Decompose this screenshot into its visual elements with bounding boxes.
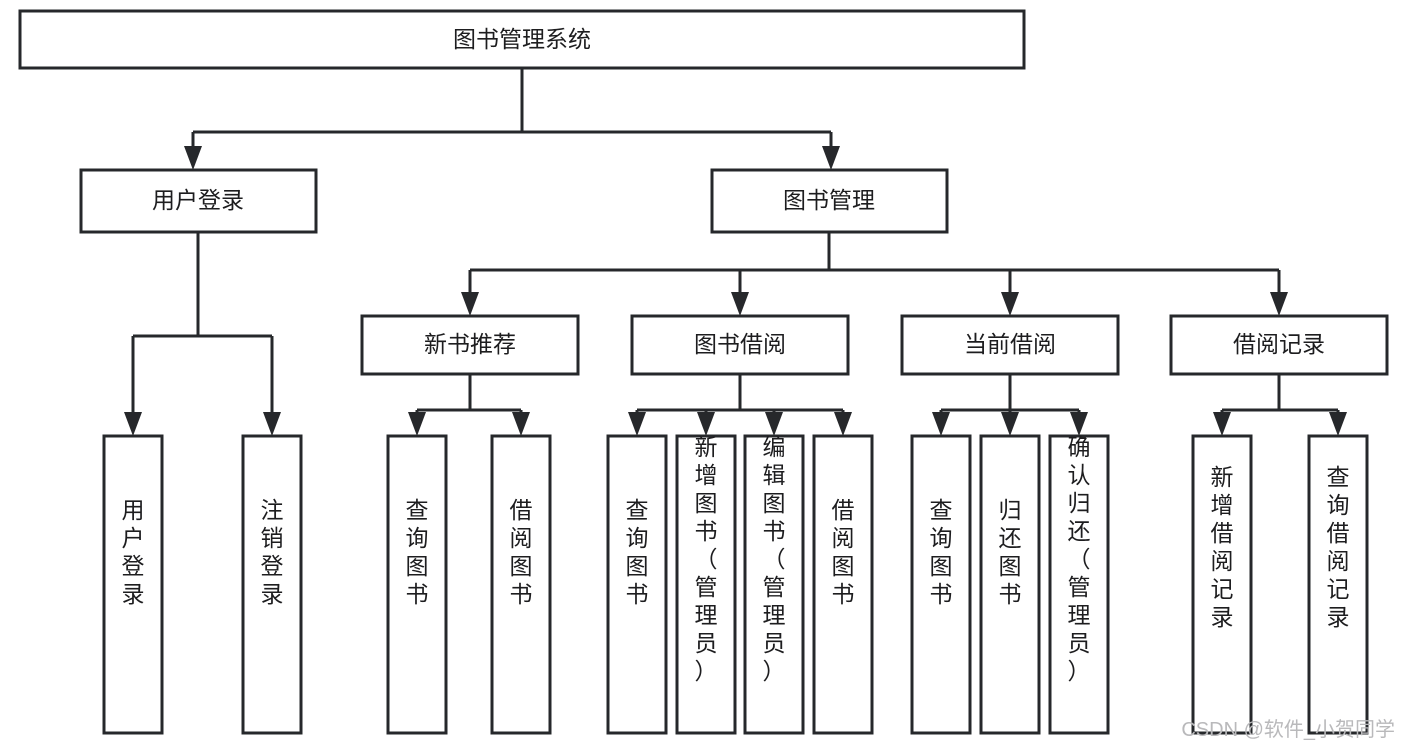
node-borrow-record-box [1169,314,1389,376]
node-book-borrow[interactable]: 图书借阅 [630,314,850,376]
node-current-borrow-box [900,314,1120,376]
arrowhead-borrow-leaf-2 [697,412,715,436]
leaf-user-login[interactable]: 用户登录 [102,434,164,735]
leaf-borrow-edit-book-admin[interactable]: 编辑图书（管理员） [743,434,805,735]
leaf-current-query-book-box [910,434,972,735]
leaf-current-confirm-return-admin-box [1048,434,1110,735]
leaf-newbook-borrow-book[interactable]: 借阅图书 [490,434,552,735]
node-book-management[interactable]: 图书管理 [710,168,949,234]
leaf-current-query-book[interactable]: 查询图书 [910,434,972,735]
node-book-management-box [710,168,949,234]
leaf-record-add-record-label: 新增借阅记录 [1211,464,1234,630]
leaf-newbook-query-book-box [386,434,448,735]
arrowhead-newbook-leaf-1 [408,412,426,436]
arrowhead-record [1270,292,1288,316]
arrowhead-leaf-logout [263,412,281,436]
leaf-borrow-add-book-admin-box [675,434,737,735]
leaf-current-query-book-label: 查询图书 [930,497,953,607]
node-user-login[interactable]: 用户登录 [79,168,318,234]
node-new-book-recommend-label: 新书推荐 [424,331,516,357]
leaf-borrow-edit-book-admin-label: 编辑图书（管理员） [763,434,786,684]
leaf-borrow-query-book-box [606,434,668,735]
leaf-record-query-record-box [1307,434,1369,735]
leaf-user-login-label: 用户登录 [122,497,145,607]
node-current-borrow[interactable]: 当前借阅 [900,314,1120,376]
arrowhead-borrow-leaf-1 [628,412,646,436]
arrowhead-current-leaf-1 [932,412,950,436]
leaf-borrow-borrow-book-box [812,434,874,735]
leaf-record-query-record[interactable]: 查询借阅记录 [1307,434,1369,735]
leaf-borrow-add-book-admin-label: 新增图书（管理员） [695,434,718,684]
leaf-logout-label: 注销登录 [261,497,284,607]
arrowhead-borrow-leaf-4 [834,412,852,436]
leaf-newbook-query-book[interactable]: 查询图书 [386,434,448,735]
leaf-newbook-borrow-book-label: 借阅图书 [510,497,533,607]
leaf-record-add-record[interactable]: 新增借阅记录 [1191,434,1253,735]
node-new-book-recommend[interactable]: 新书推荐 [360,314,580,376]
arrowhead-newbook-leaf-2 [512,412,530,436]
arrowhead-current-leaf-2 [1001,412,1019,436]
leaf-current-return-book-box [979,434,1041,735]
arrowhead-record-leaf-2 [1329,412,1347,436]
leaf-logout-box [241,434,303,735]
leaf-current-return-book[interactable]: 归还图书 [979,434,1041,735]
arrowhead-borrow-leaf-3 [765,412,783,436]
node-borrow-record-label: 借阅记录 [1233,331,1325,357]
connector-layer [124,68,1347,436]
leaf-borrow-borrow-book-label: 借阅图书 [832,497,855,607]
node-user-login-label: 用户登录 [152,187,244,213]
leaf-borrow-borrow-book[interactable]: 借阅图书 [812,434,874,735]
csdn-watermark: CSDN @软件_小贺同学 [1181,718,1395,741]
node-root-system[interactable]: 图书管理系统 [18,9,1026,70]
leaf-newbook-borrow-book-box [490,434,552,735]
leaf-newbook-query-book-label: 查询图书 [406,497,429,607]
leaf-current-return-book-label: 归还图书 [999,497,1022,607]
node-root-box [18,9,1026,70]
arrowhead-current [1001,292,1019,316]
node-book-management-label: 图书管理 [783,187,875,213]
arrowhead-current-leaf-3 [1070,412,1088,436]
leaf-record-add-record-box [1191,434,1253,735]
arrowhead-newbook [461,292,479,316]
arrowhead-user-login [184,146,202,170]
leaf-borrow-add-book-admin[interactable]: 新增图书（管理员） [675,434,737,735]
leaf-borrow-query-book[interactable]: 查询图书 [606,434,668,735]
leaf-record-query-record-label: 查询借阅记录 [1327,464,1350,630]
node-borrow-record[interactable]: 借阅记录 [1169,314,1389,376]
arrowhead-leaf-user-login [124,412,142,436]
leaf-borrow-query-book-label: 查询图书 [626,497,649,607]
node-book-borrow-box [630,314,850,376]
leaf-current-confirm-return-admin-label: 确认归还（管理员） [1068,434,1091,684]
leaf-borrow-edit-book-admin-box [743,434,805,735]
node-book-borrow-label: 图书借阅 [694,331,786,357]
node-current-borrow-label: 当前借阅 [964,331,1056,357]
leaf-user-login-box [102,434,164,735]
node-new-book-recommend-box [360,314,580,376]
leaf-logout[interactable]: 注销登录 [241,434,303,735]
leaf-current-confirm-return-admin[interactable]: 确认归还（管理员） [1048,434,1110,735]
node-user-login-box [79,168,318,234]
arrowhead-record-leaf-1 [1213,412,1231,436]
node-root-label: 图书管理系统 [453,26,591,52]
arrowhead-borrow [731,292,749,316]
arrowhead-book-mgmt [822,146,840,170]
